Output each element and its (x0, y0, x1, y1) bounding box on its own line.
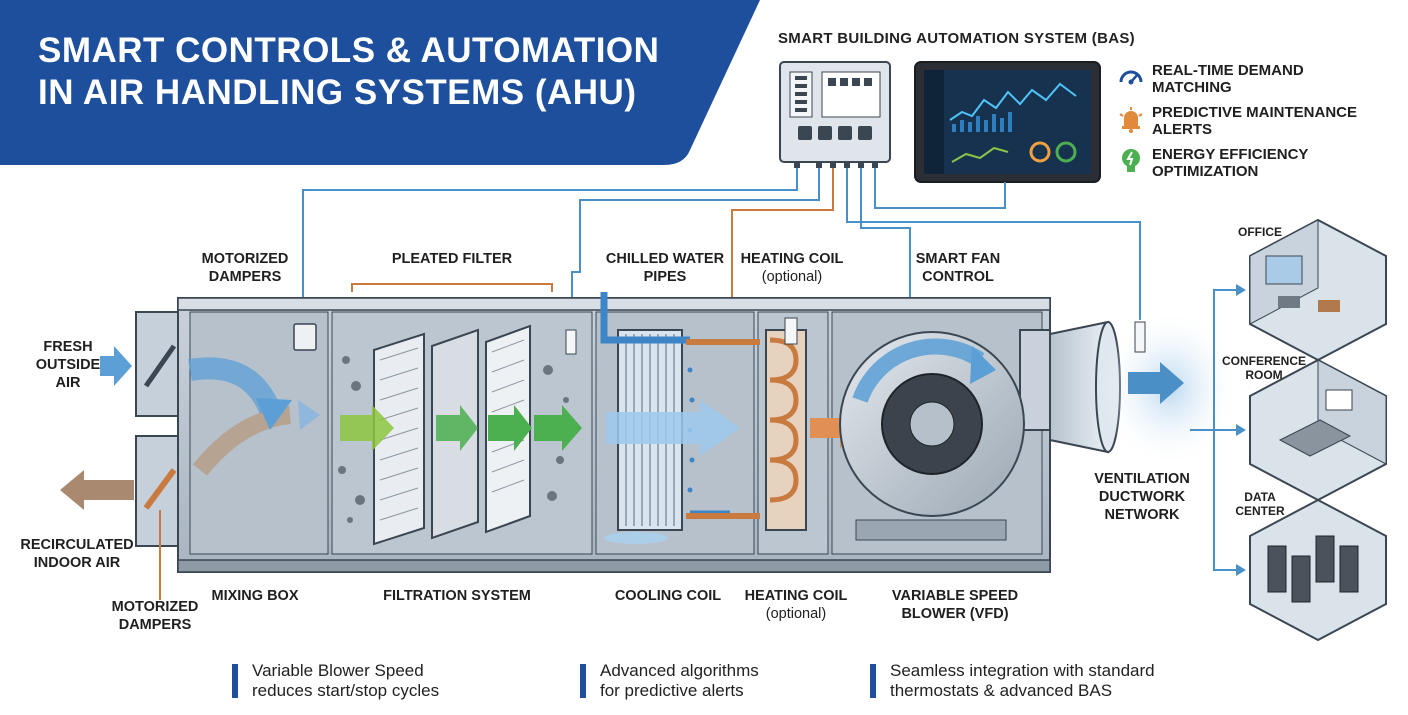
inlet-dampers (135, 311, 179, 600)
label-pleated-filter: PLEATED FILTER (391, 251, 513, 267)
duct-network (1190, 289, 1236, 571)
room-office (1249, 218, 1387, 362)
gauge-icon (1119, 70, 1143, 85)
lightbulb-icon (1122, 149, 1140, 172)
room-data-center (1249, 498, 1387, 642)
pleated-filters (340, 324, 582, 546)
fresh-air-arrow (100, 346, 132, 386)
heating-coil (686, 317, 862, 531)
bas-controller (779, 61, 891, 168)
label-mixing-box: MIXING BOX (211, 588, 299, 604)
label-heating-coil-top: HEATING COIL(optional) (740, 251, 844, 285)
bas-title: SMART BUILDING AUTOMATION SYSTEM (BAS) (778, 30, 1135, 47)
damper-actuator (293, 323, 317, 351)
alert-bell-icon (1119, 107, 1143, 133)
header-banner (0, 0, 760, 165)
bas-dashboard-tablet (914, 61, 1101, 183)
filter-bracket (351, 283, 553, 292)
label-heating-coil-bottom: HEATING COIL(optional) (744, 588, 848, 622)
page-title: SMART CONTROLS & AUTOMATION IN AIR HANDL… (38, 31, 660, 112)
label-cooling-coil: COOLING COIL (614, 588, 722, 604)
mixing-airflow (188, 357, 320, 476)
label-office: OFFICE (1238, 225, 1282, 239)
label-filtration-system: FILTRATION SYSTEM (383, 588, 531, 604)
variable-speed-blower (839, 329, 1051, 541)
exhaust-air-arrow (60, 470, 134, 510)
filter-sensor (565, 329, 577, 355)
heating-control-line (731, 168, 834, 330)
control-wires (302, 168, 1141, 335)
outlet-duct (1049, 308, 1240, 468)
room-conference (1249, 358, 1387, 502)
particles (338, 356, 569, 523)
cooling-coil (600, 292, 740, 544)
